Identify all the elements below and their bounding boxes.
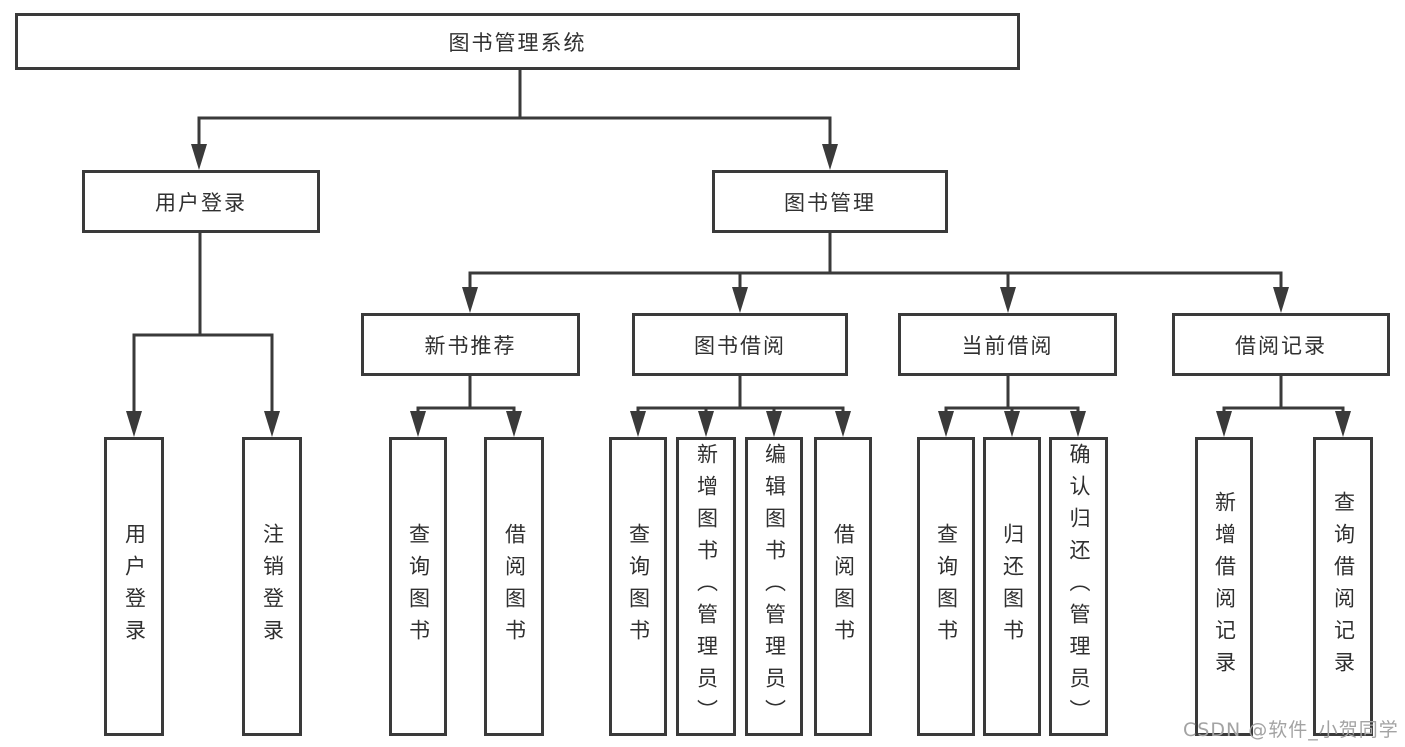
- leaf-query-books-borrow: 查询图书: [609, 437, 667, 736]
- node-user-login-label: 用户登录: [155, 190, 247, 215]
- leaf-query-books-recommend: 查询图书: [389, 437, 447, 736]
- leaf-return-books: 归还图书: [983, 437, 1041, 736]
- csdn-watermark: CSDN @软件_小贺同学: [1183, 719, 1399, 741]
- leaf-query-borrow-record-label: 查询借阅记录: [1331, 490, 1356, 683]
- leaf-add-borrow-record-label: 新增借阅记录: [1212, 490, 1237, 683]
- leaf-borrow-books-recommend-label: 借阅图书: [502, 522, 527, 651]
- connector-current-borrow-children: [938, 374, 1086, 437]
- leaf-logout-label: 注销登录: [260, 522, 285, 651]
- leaf-query-books-borrow-label: 查询图书: [626, 522, 651, 651]
- leaf-add-books-admin-label: 新增图书（管理员）: [694, 442, 719, 731]
- connector-book-borrow-children: [630, 374, 851, 437]
- node-book-borrow-label: 图书借阅: [694, 333, 786, 358]
- leaf-user-login-label: 用户登录: [122, 522, 147, 651]
- node-root-label: 图书管理系统: [448, 30, 587, 55]
- leaf-borrow-books: 借阅图书: [814, 437, 872, 736]
- node-current-borrow: 当前借阅: [898, 313, 1117, 376]
- leaf-borrow-books-label: 借阅图书: [831, 522, 856, 651]
- node-book-management-label: 图书管理: [784, 190, 876, 215]
- leaf-query-books-current: 查询图书: [917, 437, 975, 736]
- node-book-management: 图书管理: [712, 170, 948, 233]
- leaf-add-books-admin: 新增图书（管理员）: [676, 437, 736, 736]
- leaf-confirm-return-admin-label: 确认归还（管理员）: [1067, 442, 1091, 731]
- leaf-query-borrow-record: 查询借阅记录: [1313, 437, 1373, 736]
- leaf-edit-books-admin: 编辑图书（管理员）: [745, 437, 803, 736]
- leaf-borrow-books-recommend: 借阅图书: [484, 437, 544, 736]
- connector-new-book-recommend-children: [410, 374, 522, 437]
- node-user-login: 用户登录: [82, 170, 320, 233]
- leaf-user-login: 用户登录: [104, 437, 164, 736]
- node-new-book-recommend: 新书推荐: [361, 313, 580, 376]
- leaf-query-books-recommend-label: 查询图书: [406, 522, 431, 651]
- connector-borrow-records-children: [1216, 374, 1351, 437]
- leaf-confirm-return-admin: 确认归还（管理员）: [1049, 437, 1108, 736]
- leaf-add-borrow-record: 新增借阅记录: [1195, 437, 1253, 736]
- leaf-edit-books-admin-label: 编辑图书（管理员）: [762, 442, 787, 731]
- leaf-query-books-current-label: 查询图书: [934, 522, 959, 651]
- node-root-library-system: 图书管理系统: [15, 13, 1020, 70]
- leaf-logout: 注销登录: [242, 437, 302, 736]
- leaf-return-books-label: 归还图书: [1000, 522, 1025, 651]
- node-book-borrow: 图书借阅: [632, 313, 848, 376]
- connector-book-management-children: [462, 231, 1289, 313]
- connector-root-to-level2: [191, 68, 838, 170]
- node-borrow-records: 借阅记录: [1172, 313, 1390, 376]
- node-current-borrow-label: 当前借阅: [961, 333, 1054, 358]
- node-borrow-records-label: 借阅记录: [1235, 333, 1327, 358]
- connector-user-login-children: [126, 231, 280, 437]
- node-new-book-recommend-label: 新书推荐: [424, 333, 517, 358]
